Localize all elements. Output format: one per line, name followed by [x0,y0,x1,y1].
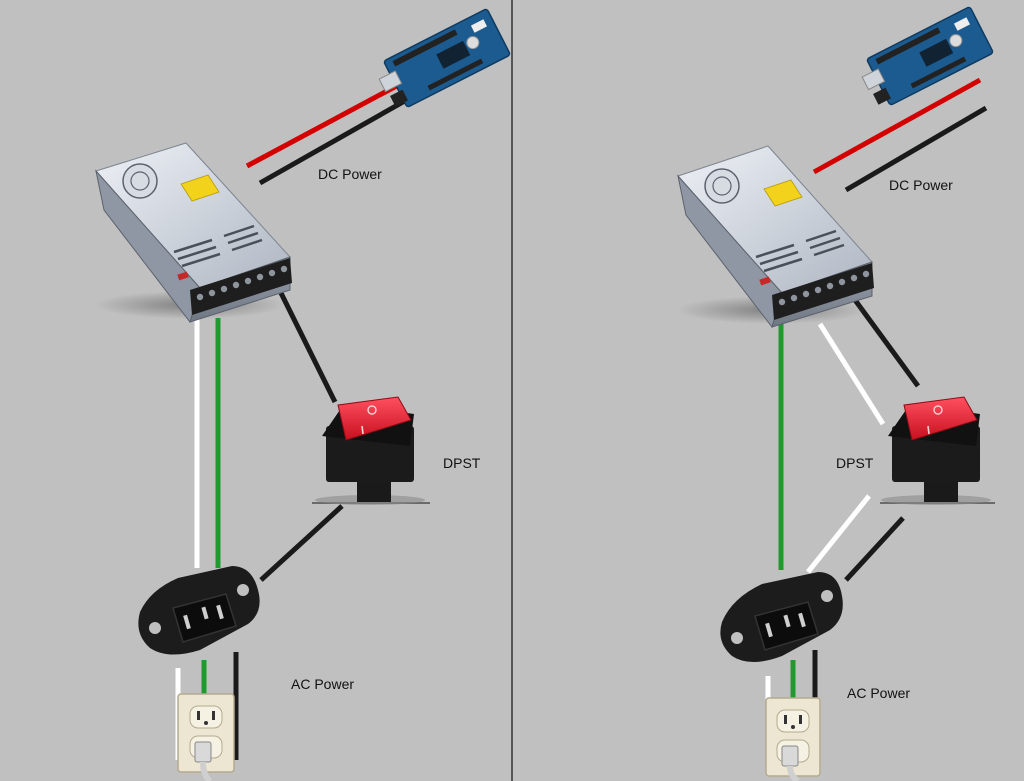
dpst-label: DPST [836,455,874,471]
arduino-board [861,6,994,106]
ac-power-label: AC Power [847,685,911,701]
rocker-icon [337,396,412,441]
dc-positive-wire [245,80,404,169]
dc-positive-wire [812,77,982,175]
arduino-board [378,8,511,108]
dpst-label: DPST [443,455,481,471]
fan-icon [122,163,158,199]
ac-power-label: AC Power [291,676,355,692]
psu-spec-label [180,174,220,202]
switch-to-inlet-neutral-wire [806,494,871,574]
right-panel [677,6,995,781]
switch-to-inlet-live-wire [844,516,905,582]
dc-wires [245,80,412,186]
switch-to-inlet-wire [259,504,344,582]
psu-spec-label [763,179,803,207]
terminal-block [772,263,874,320]
wall-outlet [177,693,235,781]
live-to-switch-wire [852,298,921,388]
dc-power-label: DC Power [318,166,382,182]
iec-inlet [720,572,843,662]
left-panel [95,8,511,781]
rocker-icon [903,396,978,441]
dpst-switch [880,396,995,505]
dc-power-label: DC Power [889,177,953,193]
wall-outlet [765,697,821,781]
power-supply [677,145,874,329]
power-supply [95,142,292,324]
iec-inlet [138,566,260,655]
fan-icon [704,168,740,204]
neutral-to-switch-wire [817,322,886,426]
ac-wires [175,291,344,760]
dpst-switch [312,396,430,505]
dc-ground-wire [844,105,988,193]
switch-to-psu-wire [278,291,338,404]
terminal-block [190,258,292,315]
dc-wires [812,77,988,193]
dc-ground-wire [258,95,412,186]
